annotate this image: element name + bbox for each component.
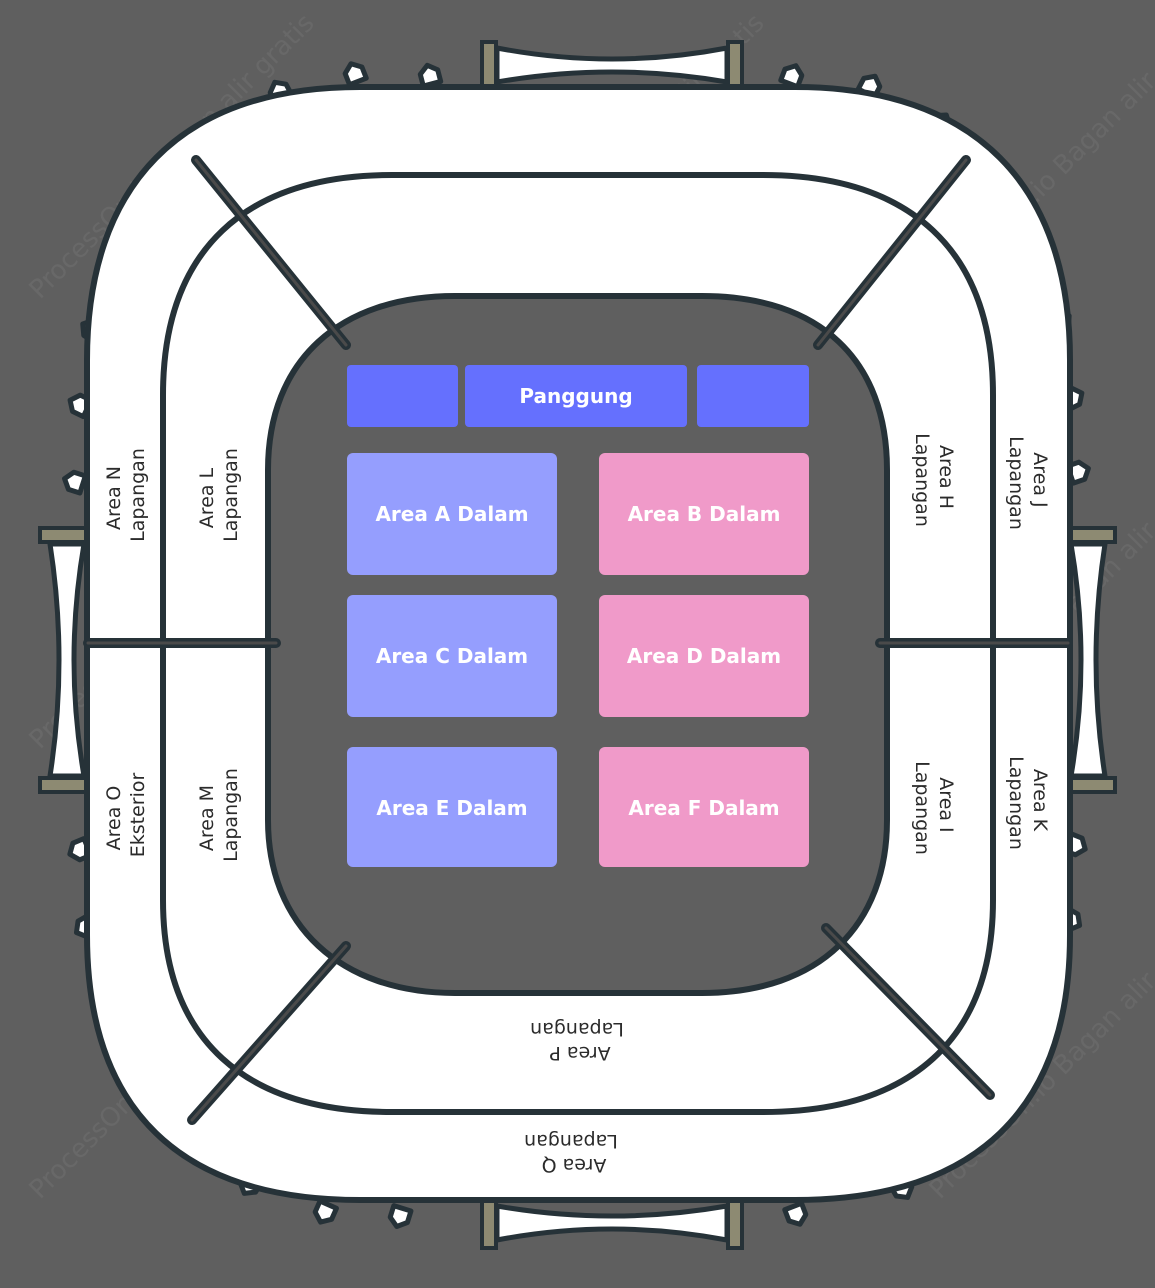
- rim-bump: [782, 1200, 809, 1227]
- block-area-c-box: [347, 595, 557, 717]
- section-area-q[interactable]: Area Q Lapangan: [524, 1130, 618, 1176]
- section-area-m-line1: Area M: [196, 785, 218, 851]
- stage-right-wing: [697, 365, 809, 427]
- svg-text:Area P Lapangan: Area P Lapangan: [530, 1018, 624, 1064]
- svg-text:Area H Lapangan: Area H Lapangan: [911, 433, 957, 527]
- section-area-k[interactable]: Area K Lapangan: [1005, 756, 1051, 850]
- section-area-h-line1: Area H: [935, 445, 957, 509]
- block-area-e-label: Area E Dalam: [376, 796, 527, 820]
- block-area-f-box: [599, 747, 809, 867]
- block-area-b[interactable]: Area B Dalam: [599, 453, 809, 575]
- section-area-n-line1: Area N: [103, 466, 125, 530]
- block-area-b-label: Area B Dalam: [628, 502, 781, 526]
- section-area-m-line2: Lapangan: [220, 768, 242, 862]
- section-area-p-line2: Lapangan: [530, 1018, 624, 1040]
- section-area-o-line2: Eksterior: [127, 773, 149, 858]
- stage-left-wing: [347, 365, 458, 427]
- svg-text:Area K Lapangan: Area K Lapangan: [1005, 756, 1051, 850]
- section-area-o-line1: Area O: [103, 786, 125, 851]
- aisles: [83, 155, 1073, 1125]
- svg-text:Area M Lapangan: Area M Lapangan: [196, 768, 242, 862]
- section-area-i-line1: Area I: [935, 777, 957, 832]
- section-area-l-line2: Lapangan: [220, 448, 242, 542]
- svg-text:Area N Lapangan: Area N Lapangan: [103, 448, 149, 542]
- section-area-q-line2: Lapangan: [524, 1130, 618, 1152]
- block-area-a-box: [347, 453, 557, 575]
- block-area-d[interactable]: Area D Dalam: [599, 595, 809, 717]
- section-area-h[interactable]: Area H Lapangan: [911, 433, 957, 527]
- canopy-left: [38, 526, 92, 794]
- block-area-f-label: Area F Dalam: [628, 796, 779, 820]
- svg-text:Area I Lapangan: Area I Lapangan: [911, 761, 957, 855]
- rim-bump: [342, 61, 369, 88]
- canopy-bottom: [480, 1196, 744, 1250]
- section-area-p-line1: Area P: [549, 1042, 610, 1064]
- block-area-e-box: [347, 747, 557, 867]
- block-area-c[interactable]: Area C Dalam: [347, 595, 557, 717]
- section-area-h-line2: Lapangan: [911, 433, 933, 527]
- svg-text:Area L Lapangan: Area L Lapangan: [196, 448, 242, 542]
- section-area-k-line1: Area K: [1029, 769, 1051, 832]
- block-area-b-box: [599, 453, 809, 575]
- section-area-j[interactable]: Area J Lapangan: [1005, 436, 1051, 530]
- section-area-k-line2: Lapangan: [1005, 756, 1027, 850]
- svg-text:Area O Eksterior: Area O Eksterior: [103, 773, 149, 858]
- rim-bump: [778, 63, 805, 90]
- section-area-j-line1: Area J: [1029, 452, 1051, 507]
- rim-bump: [387, 1203, 414, 1230]
- svg-text:Area Q Lapangan: Area Q Lapangan: [524, 1130, 618, 1176]
- block-area-a[interactable]: Area A Dalam: [347, 453, 557, 575]
- section-area-n[interactable]: Area N Lapangan: [103, 448, 149, 542]
- stage-center: [465, 365, 687, 427]
- section-area-l[interactable]: Area L Lapangan: [196, 448, 242, 542]
- section-area-p[interactable]: Area P Lapangan: [530, 1018, 624, 1064]
- section-area-q-line1: Area Q: [542, 1154, 607, 1176]
- section-area-l-line1: Area L: [196, 467, 218, 528]
- stage-panggung[interactable]: Panggung: [347, 365, 809, 427]
- section-area-i[interactable]: Area I Lapangan: [911, 761, 957, 855]
- block-area-a-label: Area A Dalam: [375, 502, 528, 526]
- rim-bump: [312, 1198, 339, 1225]
- block-area-e[interactable]: Area E Dalam: [347, 747, 557, 867]
- svg-text:Area J Lapangan: Area J Lapangan: [1005, 436, 1051, 530]
- section-area-m[interactable]: Area M Lapangan: [196, 768, 242, 862]
- rim-bump: [62, 469, 88, 496]
- section-area-j-line2: Lapangan: [1005, 436, 1027, 530]
- section-area-i-line2: Lapangan: [911, 761, 933, 855]
- rim-bump: [417, 62, 444, 89]
- block-area-f[interactable]: Area F Dalam: [599, 747, 809, 867]
- block-area-d-box: [599, 595, 809, 717]
- block-area-c-label: Area C Dalam: [376, 644, 528, 668]
- section-area-n-line2: Lapangan: [127, 448, 149, 542]
- section-area-o[interactable]: Area O Eksterior: [103, 773, 149, 858]
- stage-label: Panggung: [519, 384, 632, 408]
- block-area-d-label: Area D Dalam: [627, 644, 781, 668]
